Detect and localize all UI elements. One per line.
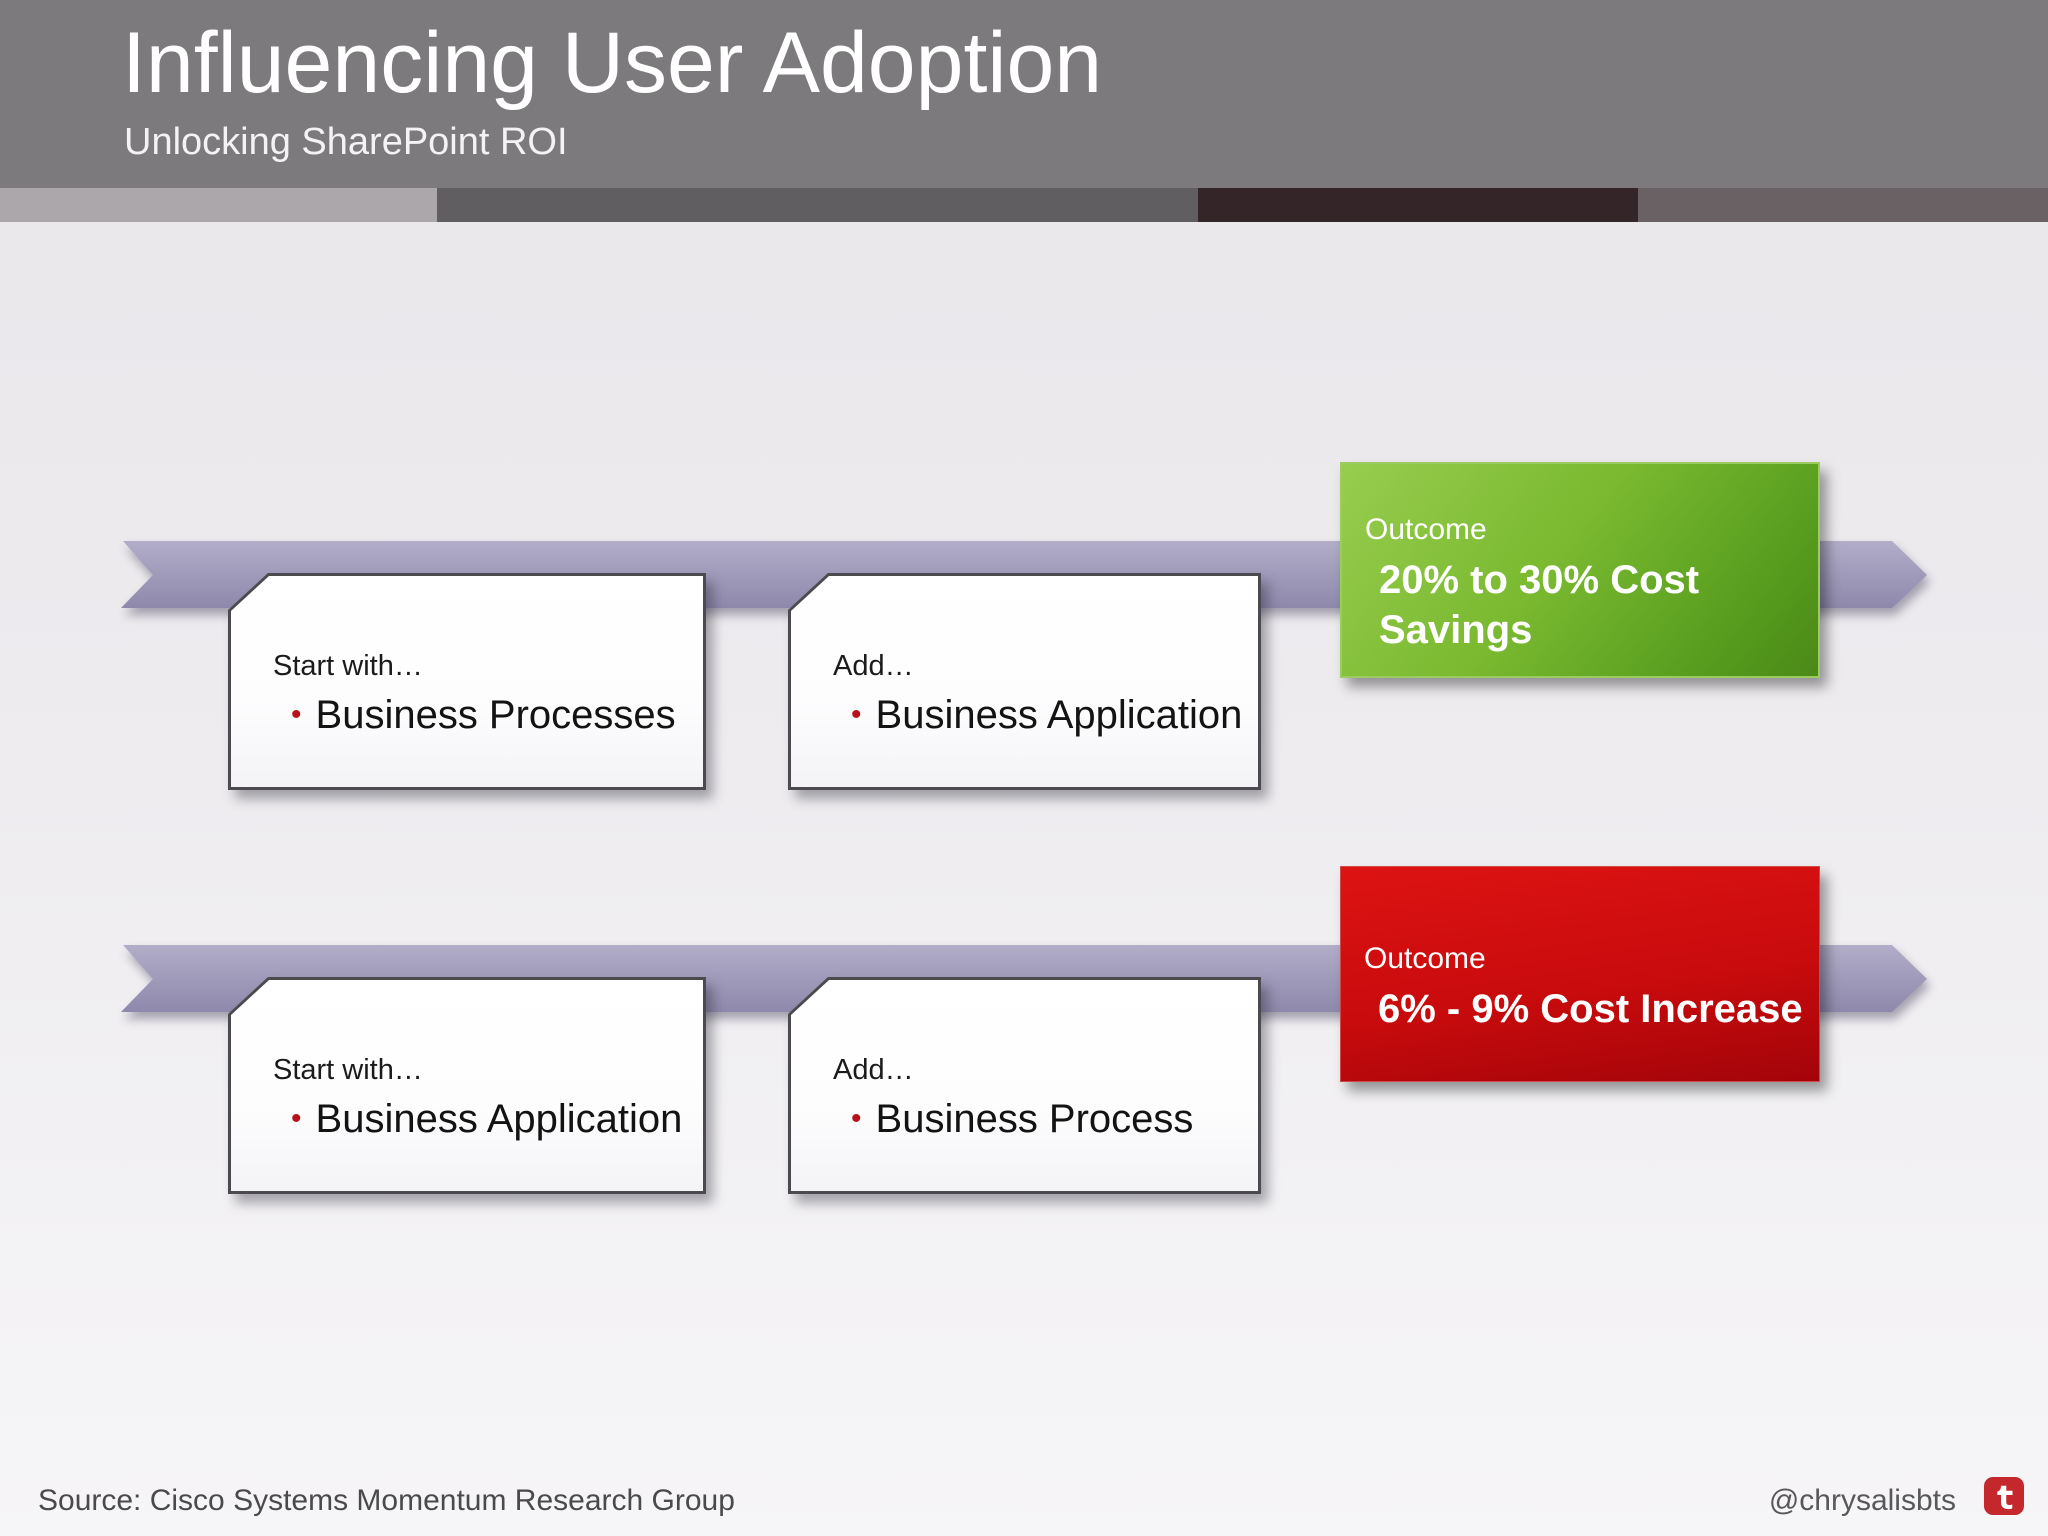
step-card-face: [231, 980, 703, 1191]
step-card-face: [231, 576, 703, 787]
outcome-label: Outcome: [1365, 513, 1487, 546]
bullet-icon: •: [851, 1101, 862, 1135]
step-item: Business Application: [315, 1096, 683, 1141]
bullet-icon: •: [291, 697, 302, 731]
footer-source: Source: Cisco Systems Momentum Research …: [38, 1484, 735, 1517]
slide-header: Influencing User Adoption Unlocking Shar…: [0, 0, 2048, 188]
step-card-row1-add: Add… • Business Application: [788, 573, 1261, 790]
outcome-value: 20% to 30% Cost Savings: [1379, 558, 1700, 652]
outcome-value: 6% - 9% Cost Increase: [1378, 987, 1803, 1031]
accent-bar-segment-4: [1638, 188, 2048, 222]
step-card-row2-add: Add… • Business Process: [788, 977, 1261, 1194]
accent-bar-segment-2: [437, 188, 1198, 222]
step-card-row1-start: Start with… • Business Processes: [228, 573, 706, 790]
twitter-t-glyph: [1997, 1485, 2013, 1510]
bullet-icon: •: [291, 1101, 302, 1135]
step-intro: Start with…: [273, 649, 423, 682]
outcome-box-negative: Outcome 6% - 9% Cost Increase: [1340, 866, 1820, 1082]
step-card-face: [791, 576, 1258, 787]
step-card-face: [791, 980, 1258, 1191]
step-item: Business Process: [875, 1096, 1194, 1141]
twitter-handle: @chrysalisbts: [1768, 1484, 1956, 1517]
bullet-icon: •: [851, 697, 862, 731]
accent-bar-segment-3: [1198, 188, 1638, 222]
step-card-row2-start: Start with… • Business Application: [228, 977, 706, 1194]
step-intro: Add…: [833, 1053, 914, 1086]
step-intro: Add…: [833, 649, 914, 682]
outcome-label: Outcome: [1364, 942, 1486, 975]
page-title: Influencing User Adoption: [122, 15, 1103, 111]
step-item: Business Processes: [315, 692, 676, 737]
step-item: Business Application: [875, 692, 1243, 737]
page-subtitle: Unlocking SharePoint ROI: [124, 121, 568, 163]
accent-bar-segment-1: [0, 188, 437, 222]
step-intro: Start with…: [273, 1053, 423, 1086]
outcome-box-positive: Outcome 20% to 30% Cost Savings: [1340, 462, 1820, 678]
twitter-icon: [1984, 1477, 2024, 1515]
